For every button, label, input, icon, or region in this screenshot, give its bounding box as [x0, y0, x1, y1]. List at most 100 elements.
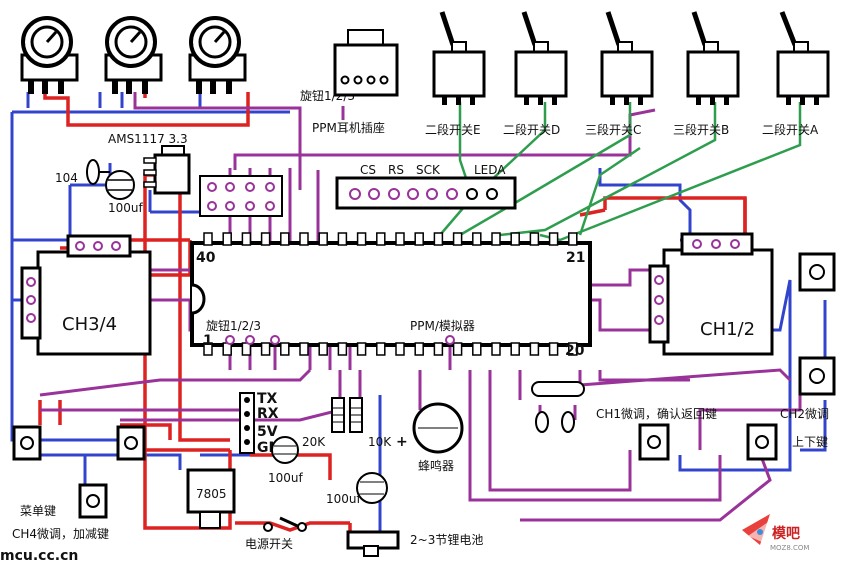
mcu-pin	[433, 342, 444, 356]
toggle-switch-d	[514, 11, 568, 105]
mcu-pin	[568, 342, 578, 356]
toggle-switch-c	[600, 11, 654, 105]
mcu-name-label: PPM/模拟器	[410, 319, 475, 333]
buzzer	[412, 402, 464, 454]
gimbal-ch12	[648, 232, 774, 356]
toggle-switch-b	[686, 11, 740, 105]
mcu-pin	[203, 342, 213, 356]
mcu-pin	[510, 342, 520, 356]
capacitor-104	[86, 159, 110, 185]
mcu-pin1-label: 1	[203, 333, 213, 349]
lcd-pin-sck: SCK	[416, 163, 441, 177]
mcu-pin	[260, 342, 271, 356]
tactile-button-ch1	[638, 423, 670, 461]
resistor-20k-label: 20K	[302, 435, 326, 449]
mcu-pin	[318, 342, 328, 356]
mcu-pin	[548, 342, 559, 356]
ch4-trim-label: CH4微调，加减键	[12, 527, 109, 541]
mcu-pin	[472, 232, 482, 246]
pin-header	[199, 175, 283, 217]
mcu-pin	[376, 232, 386, 246]
plus-sign: +	[396, 434, 408, 450]
capacitor-100uf-top	[105, 170, 135, 200]
logo-text: 模吧	[772, 525, 800, 542]
mcu-pin	[280, 232, 290, 246]
serial-header	[239, 392, 255, 454]
ams1117-label: AMS1117 3.3	[108, 132, 188, 146]
mcu-pin	[356, 232, 367, 246]
tactile-button-top-right	[798, 252, 836, 292]
tactile-button-updown	[746, 423, 778, 461]
resistor-20k	[331, 397, 345, 433]
mcu-chip	[190, 241, 592, 347]
crystal	[531, 381, 585, 433]
mcu-pin	[241, 232, 252, 246]
potentiometer-2	[104, 16, 163, 94]
switch-a-label: 二段开关A	[762, 122, 819, 137]
mcu-pin	[260, 232, 271, 246]
mcu-top-pins	[203, 232, 578, 246]
lcd-pin-leda: LEDA	[474, 163, 506, 177]
tx-label: TX	[257, 391, 278, 407]
capacitor-100uf-bottom-label: 100uf	[326, 492, 362, 506]
gimbal-ch12-label: CH1/2	[700, 319, 755, 340]
mcu-pin	[414, 342, 424, 356]
lcd-pin-cs: CS	[360, 163, 376, 177]
mcu-pin	[472, 342, 482, 356]
capacitor-100uf-mid-label: 100uf	[268, 471, 304, 485]
potentiometer-3	[188, 16, 247, 94]
tactile-button-left	[12, 425, 42, 461]
tactile-button-menu	[78, 483, 108, 519]
mcu-pin	[568, 232, 578, 246]
ppm-socket	[333, 29, 399, 97]
potentiometer-1	[20, 16, 79, 94]
switch-d-label: 二段开关D	[503, 122, 560, 137]
mozb-logo	[742, 514, 770, 545]
mcu-pin20-label: 20	[565, 343, 585, 359]
mcu-pin	[491, 342, 501, 356]
mcu-pin	[395, 342, 405, 356]
mcu-pin21-label: 21	[566, 250, 585, 266]
regulator-7805-label: 7805	[196, 487, 227, 501]
ch1-trim-label: CH1微调，确认返回键	[596, 407, 717, 421]
mcu-pin	[376, 342, 386, 356]
mcu-pin	[337, 232, 348, 246]
battery-connector	[346, 530, 400, 557]
menu-key-label: 菜单键	[20, 504, 56, 518]
toggle-switch-a	[776, 11, 830, 105]
mcu-pin	[452, 342, 463, 356]
buzzer-label: 蜂鸣器	[418, 458, 454, 473]
mcu-pin	[280, 342, 290, 356]
ch2-trim-label: CH2微调	[780, 407, 829, 421]
capacitor-104-label: 104	[55, 171, 78, 185]
mcu-pin	[433, 232, 444, 246]
mcu-pin	[337, 342, 348, 356]
power-switch	[263, 516, 307, 532]
mcu-pin	[356, 342, 367, 356]
capacitor-100uf-bottom	[356, 472, 388, 504]
capacitor-100uf-top-label: 100uf	[108, 201, 144, 215]
mcu-knob-label: 旋钮1/2/3	[206, 318, 261, 333]
resistor-10k	[349, 397, 363, 433]
ppm-socket-label: PPM耳机插座	[312, 120, 385, 135]
toggle-switch-e	[432, 11, 486, 105]
regulator-7805	[186, 468, 236, 529]
capacitor-100uf-mid	[271, 436, 299, 464]
switch-c-label: 三段开关C	[585, 122, 641, 137]
lcd-connector	[335, 176, 517, 210]
switch-b-label: 三段开关B	[673, 122, 729, 137]
tactile-button-ch4	[116, 425, 146, 461]
ams1117-regulator	[143, 145, 191, 195]
tactile-button-ch2	[798, 356, 836, 396]
mcu-pin	[414, 232, 424, 246]
battery-label: 2~3节锂电池	[410, 532, 483, 547]
mcu-pin	[395, 232, 405, 246]
rx-label: RX	[257, 406, 279, 422]
gimbal-ch34	[20, 234, 152, 356]
mcu-pin	[529, 342, 540, 356]
corner-watermark-text: mcu.cc.cn	[0, 548, 78, 564]
up-down-label: 上下键	[792, 435, 828, 449]
mcu-pin	[222, 232, 232, 246]
